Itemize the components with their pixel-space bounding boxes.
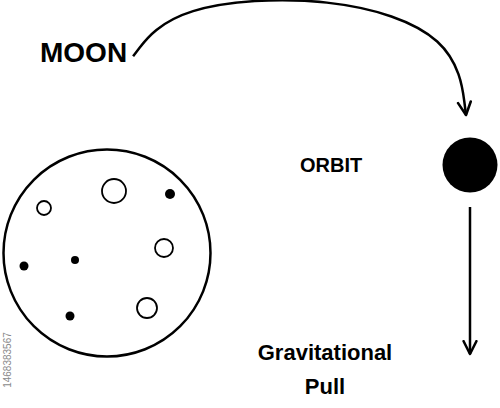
force-label: Gravitational Pull [245, 336, 405, 404]
crater [165, 189, 175, 199]
orbit-arrow [133, 0, 466, 115]
dot-shape [442, 137, 498, 193]
moon-circle: MOON [2, 148, 212, 358]
crater [102, 179, 126, 203]
gravity-arrow [469, 207, 472, 354]
watermark-id: 1468383567 [2, 327, 14, 393]
moon-outline [2, 148, 212, 358]
crater [37, 201, 51, 215]
crater [66, 312, 75, 321]
crater [137, 298, 157, 318]
orbit-body: ORBIT [442, 137, 498, 193]
crater [20, 262, 29, 271]
crater [155, 239, 173, 257]
node-heading: ORBIT [300, 153, 362, 177]
crater [71, 256, 79, 264]
node-heading: MOON [40, 36, 127, 70]
